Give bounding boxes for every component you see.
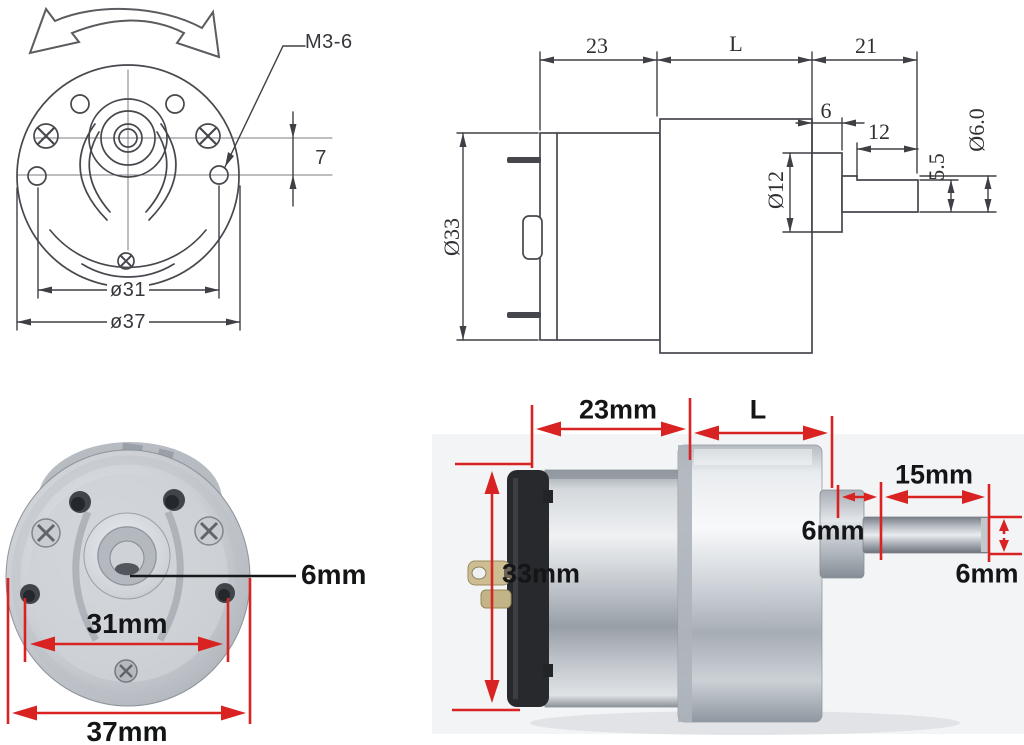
photo-label-outer-dia: 37mm (86, 716, 168, 745)
photo-label-boss-length: 6mm (801, 515, 865, 546)
photo-label-shaft-length: 15mm (894, 459, 974, 490)
dim-label-body-dia: Ø33 (439, 218, 464, 256)
dim-label-shaft-dia: Ø6.0 (964, 108, 989, 152)
dim-label-thread: M3-6 (305, 31, 353, 53)
red-dimension-lines-front (6, 578, 252, 724)
photo-label-motor-length: 23mm (578, 394, 658, 425)
dim-label-flat-height: 5.5 (924, 153, 949, 181)
dim-label-flat-length: 12 (868, 119, 890, 144)
rotation-arrow-icon (28, 6, 221, 59)
dim-label-motor-length: 23 (586, 33, 608, 58)
side-view-photo (432, 398, 1024, 735)
dim-label-bolt-circle: ø31 (107, 280, 149, 300)
photo-label-shaft-dia: 6mm (301, 559, 367, 590)
screw-cross-icon (33, 123, 221, 270)
screw-photo (31, 516, 224, 683)
dim-label-shaft-section: 21 (855, 33, 877, 58)
photo-label-gearbox-length: L (749, 394, 767, 425)
motor-terminals (467, 560, 512, 609)
front-view-drawing (16, 6, 333, 331)
side-view-drawing (456, 51, 997, 354)
dim-label-hole-offset: 7 (315, 147, 327, 169)
photo-label-bolt-circle: 31mm (86, 608, 168, 639)
dim-label-boss-length: 6 (820, 98, 832, 123)
front-view-photo (5, 442, 296, 724)
photo-label-body-dia: 33mm (501, 558, 581, 589)
dim-label-outer-dia: ø37 (107, 312, 149, 332)
photo-label-shaft-dia: 6mm (955, 558, 1019, 589)
dim-label-boss-dia: Ø12 (763, 171, 788, 209)
dim-label-gearbox-length: L (729, 31, 743, 56)
